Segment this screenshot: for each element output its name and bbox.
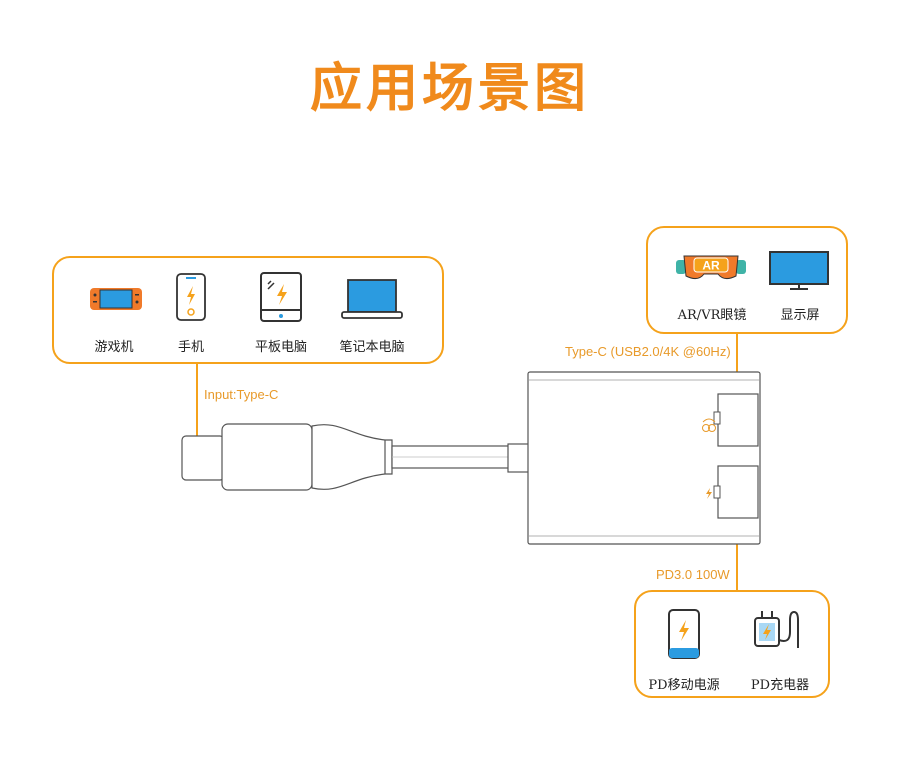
power-port-label: PD3.0 100W [656,567,730,582]
ar-badge-text: AR [702,259,720,273]
laptop-icon [341,279,403,319]
device-label-monitor: 显示屏 [780,308,820,323]
device-label-phone: 手机 [177,340,205,355]
ar-glasses-icon: AR [676,255,746,280]
device-label-ar-glasses: AR/VR眼镜 [677,308,747,323]
device-label-charger: PD充电器 [750,678,810,693]
power-port [717,465,759,519]
phone-icon [176,273,206,321]
strain-relief [311,424,393,490]
video-port [717,393,759,447]
device-label-tablet: 平板电脑 [254,340,308,355]
device-label-game-console: 游戏机 [94,340,134,355]
plug-housing [221,423,313,491]
monitor-icon [769,251,829,290]
cable-joint [507,443,531,473]
lightning-glyph [706,488,712,499]
input-label: Input:Type-C [204,387,279,402]
power-devices-box: PD移动电源 PD充电器 [634,590,830,698]
video-port-label: Type-C (USB2.0/4K @60Hz) [565,344,731,359]
charger-icon [754,610,799,648]
game-console-icon [90,288,142,310]
tablet-icon [260,272,302,322]
adapter-body [527,371,761,545]
glasses-glyph [702,418,716,432]
output-devices-box: AR AR/VR眼镜 显示屏 [646,226,848,334]
device-label-power-bank: PD移动电源 [648,678,720,693]
device-label-laptop: 笔记本电脑 [339,340,405,355]
usb-c-plug-tip [181,435,225,481]
input-devices-box: 游戏机 手机 平板电脑 笔记本电脑 [52,256,444,364]
page-title: 应用场景图 [309,59,590,119]
power-bank-icon [668,609,700,659]
